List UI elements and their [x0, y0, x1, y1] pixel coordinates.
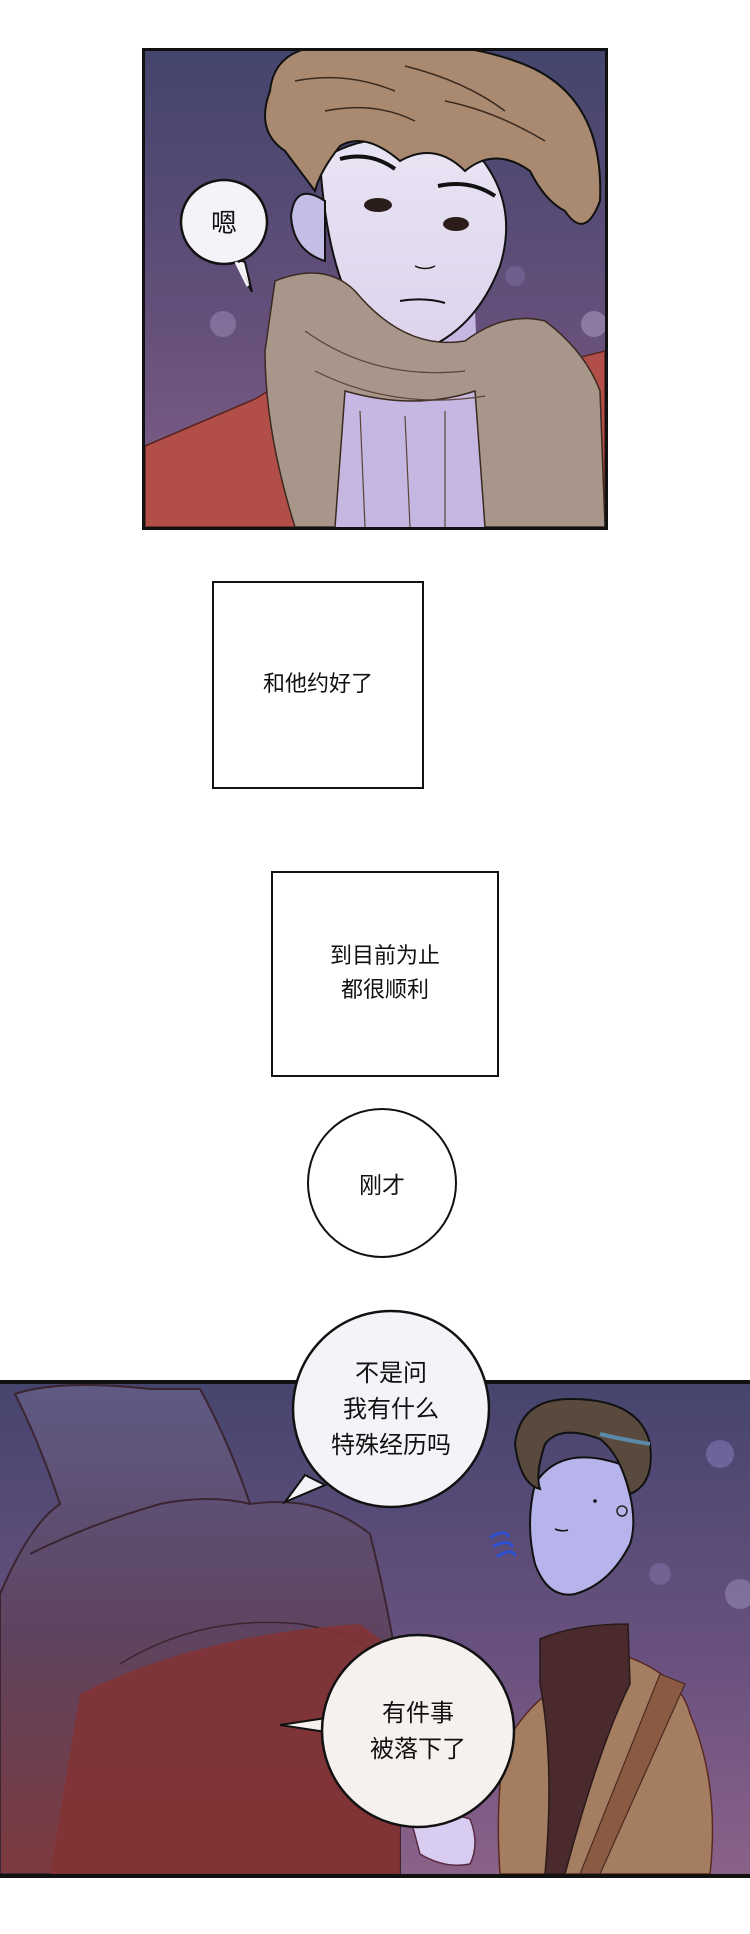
comic-panel-1 — [142, 48, 608, 530]
narration-text-2: 到目前为止 都很顺利 — [329, 944, 440, 1003]
thought-bubble-text: 刚才 — [359, 1173, 405, 1199]
comic-panel-2 — [0, 1380, 750, 1878]
narration-box-2: 到目前为止 都很顺利 — [271, 871, 499, 1077]
panel-1-illustration — [145, 51, 605, 527]
flustered-squiggle-icon — [489, 1531, 517, 1558]
thought-bubble: 刚才 — [307, 1108, 457, 1258]
speech-bubble-3-text: 有件事 被落下了 — [370, 1699, 466, 1763]
speech-bubble-1-text: 嗯 — [210, 209, 237, 239]
speech-bubble-2-text: 不是问 我有什么 特殊经历吗 — [331, 1359, 451, 1459]
narration-box-1: 和他约好了 — [212, 581, 424, 789]
narration-text-1: 和他约好了 — [262, 672, 373, 697]
